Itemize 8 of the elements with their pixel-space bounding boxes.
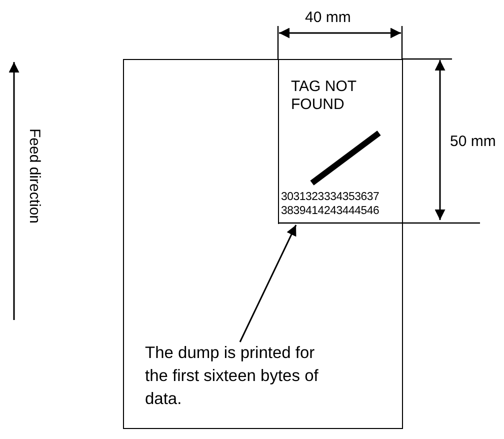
hex-dump: 3031323334353637 3839414243444546	[281, 190, 380, 218]
leader-line	[239, 224, 297, 342]
direction-label: Feed direction	[25, 128, 43, 224]
dimension-label: 40 mm	[305, 9, 351, 27]
note-text: The dump is printed for the first sixteen bytes of data.	[145, 343, 320, 410]
dimension-label: 50 mm	[450, 133, 496, 151]
error-message: TAG NOT FOUND	[291, 78, 358, 114]
paper-sheet	[123, 59, 403, 429]
